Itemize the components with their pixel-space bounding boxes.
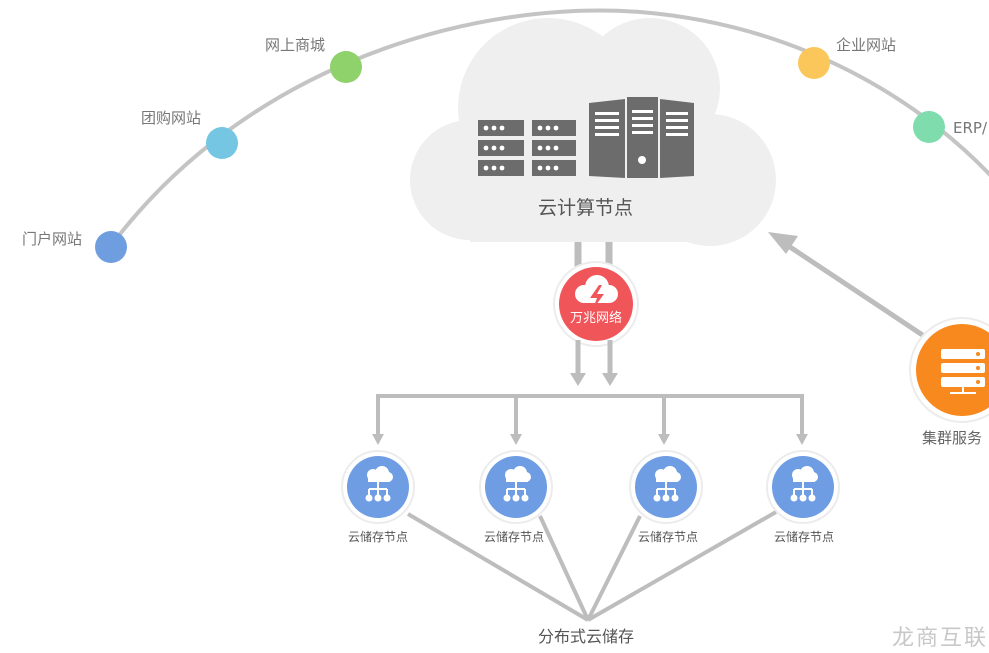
storage-label-4: 云储存节点 [773, 530, 834, 544]
network-hierarchy-icon [365, 466, 393, 502]
site-arc [108, 8, 989, 249]
server-rack-icon [478, 120, 576, 176]
server-stack-icon [941, 349, 985, 394]
site-node-enterprise [798, 47, 830, 79]
bracket-arrow-4 [796, 434, 808, 445]
lightning-cloud-icon [575, 275, 618, 309]
distribution-bracket [376, 394, 804, 435]
network-down-arrow-left [570, 373, 586, 386]
network-label: 万兆网络 [569, 311, 622, 326]
site-label-mall: 网上商城 [265, 36, 326, 54]
bracket-arrow-2 [510, 434, 522, 445]
cluster-to-cloud-arrowhead [768, 232, 798, 254]
bracket-arrow-1 [372, 434, 384, 445]
site-label-enterprise: 企业网站 [836, 36, 897, 54]
site-node-mall [330, 51, 362, 83]
network-hierarchy-icon [503, 466, 531, 502]
storage-label-1: 云储存节点 [347, 530, 408, 544]
server-tower-icon [589, 97, 694, 178]
cluster-label: 集群服务 [922, 429, 983, 447]
site-label-erp: ERP/ [953, 119, 987, 137]
network-down-arrow-right [602, 373, 618, 386]
site-label-portal: 门户网站 [22, 230, 83, 248]
network-hierarchy-icon [653, 466, 681, 502]
cloud-title: 云计算节点 [538, 197, 634, 219]
site-node-groupbuy [206, 127, 238, 159]
bracket-arrow-3 [658, 434, 670, 445]
network-hierarchy-icon [790, 466, 818, 502]
site-node-erp [913, 111, 945, 143]
convergence-lines [406, 510, 777, 622]
distributed-storage-label: 分布式云储存 [538, 627, 635, 646]
site-node-portal [95, 231, 127, 263]
storage-label-2: 云储存节点 [483, 530, 544, 544]
cluster-to-cloud-line [788, 244, 932, 343]
storage-label-3: 云储存节点 [637, 530, 698, 544]
site-label-groupbuy: 团购网站 [141, 109, 202, 127]
watermark: 龙商互联 [892, 626, 989, 651]
